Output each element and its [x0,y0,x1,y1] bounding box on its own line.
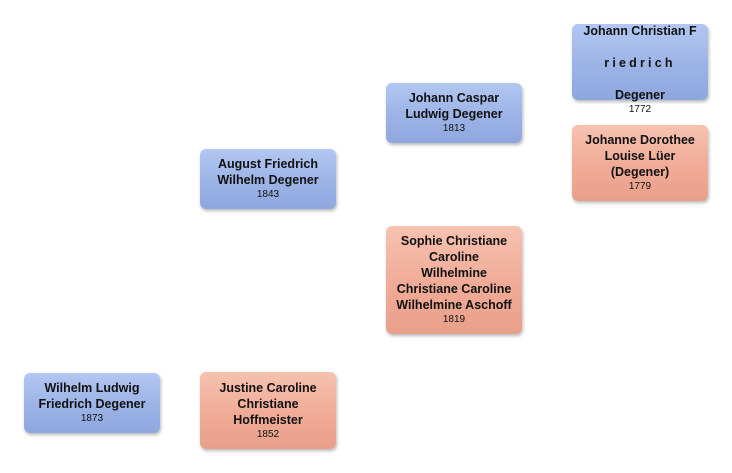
person-card-august-friedrich-wilhelm-degener[interactable]: August Friedrich Wilhelm Degener 1843 [200,149,336,209]
person-card-wilhelm-ludwig-friedrich-degener[interactable]: Wilhelm Ludwig Friedrich Degener 1873 [24,373,160,433]
person-name-line-3: Degener [614,88,665,102]
person-name: Wilhelm Ludwig Friedrich Degener [38,381,146,411]
person-card-johann-caspar-ludwig-degener[interactable]: Johann Caspar Ludwig Degener 1813 [386,83,522,143]
person-card-sophie-christiane-caroline-aschoff[interactable]: Sophie Christiane Caroline Wilhelmine Ch… [386,226,522,334]
person-card-justine-caroline-christiane-hoffmeister[interactable]: Justine Caroline Christiane Hoffmeister … [200,372,336,449]
person-name: Johann Caspar Ludwig Degener [405,91,503,121]
person-card-johann-christian-friedrich-degener[interactable]: Johann Christian F riedrich Degener 1772 [572,24,708,115]
person-birth-year: 1779 [628,181,652,192]
person-birth-year: 1873 [80,413,104,424]
person-name: August Friedrich Wilhelm Degener [217,157,319,187]
person-birth-year: 1843 [256,189,280,200]
person-name: Sophie Christiane Caroline Wilhelmine Ch… [396,234,512,312]
person-name: Johanne Dorothee Louise Lüer (Degener) [585,133,695,179]
person-birth-year: 1819 [442,314,466,325]
person-birth-year: 1772 [628,104,652,115]
person-name: Justine Caroline Christiane Hoffmeister [219,380,317,427]
person-birth-year: 1852 [256,428,280,440]
person-name-line-1: Johann Christian F [583,24,697,38]
person-name: Johann Christian F riedrich Degener [583,7,696,103]
person-birth-year: 1813 [442,123,466,134]
person-card-johanne-dorothee-louise-lueer[interactable]: Johanne Dorothee Louise Lüer (Degener) 1… [572,125,708,201]
person-name-line-2: riedrich [604,56,676,70]
